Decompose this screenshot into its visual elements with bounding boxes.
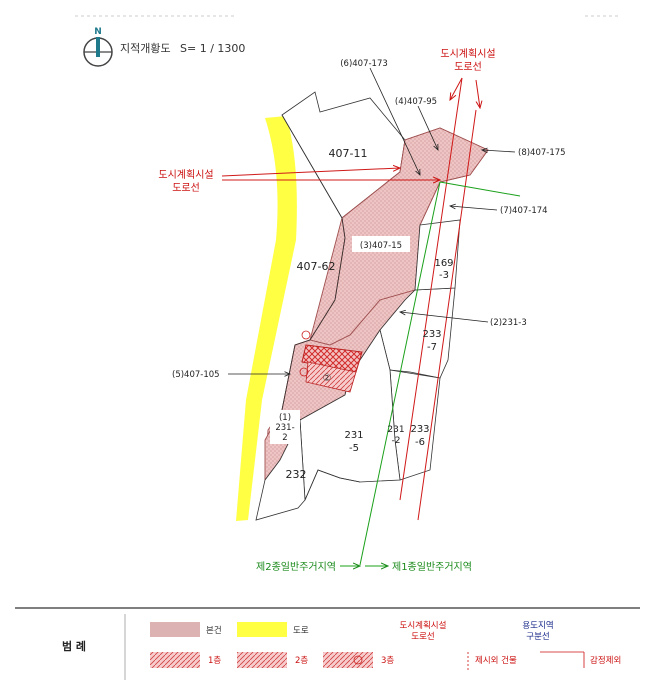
legend-swatch-road (237, 622, 287, 637)
lot-169-3 (414, 219, 461, 291)
legend-title: 범 례 (62, 639, 86, 653)
zone-line (359, 181, 441, 566)
lot-label-232: 232 (286, 468, 307, 481)
legend-swatch-bongeon (150, 622, 200, 637)
lot-label-1: (1) (279, 413, 291, 423)
building-marker-circle (301, 330, 311, 340)
lot-label-407-11: 407-11 (329, 147, 368, 160)
callout-line (400, 312, 489, 323)
legend: 범 례 본건 도로 도시계획시설 도로선 용도지역 구분선 1층 2층 3층 제… (15, 607, 640, 680)
plan-line-2 (417, 109, 477, 521)
plan-arrow (450, 77, 463, 100)
callout-2: (2)231-3 (490, 318, 527, 328)
compass-letter: N (94, 27, 102, 37)
road-strip (236, 116, 297, 521)
legend-plan-1: 도시계획시설 (400, 620, 447, 631)
callout-7: (7)407-174 (500, 206, 548, 216)
lot-label-233-6: 233 (410, 424, 429, 435)
plan-arrow (475, 79, 480, 108)
legend-plan-2: 도로선 (411, 632, 434, 642)
plan-label-top-2: 도로선 (454, 61, 482, 73)
lot-label-407-62: 407-62 (297, 260, 336, 273)
callout-line (450, 206, 498, 211)
legend-swatch-floor3 (323, 652, 373, 668)
lot-label-233-7: 233 (422, 329, 441, 340)
lot-label-1-c: 2 (282, 433, 287, 443)
lot-label-169: 169 (434, 258, 453, 269)
callout-4: (4)407-95 (395, 97, 437, 107)
lot-407-62 (281, 114, 346, 411)
legend-road: 도로 (293, 626, 309, 636)
lot-label-1-bg (270, 410, 300, 444)
plan-pointer-left-1 (221, 168, 400, 177)
plan-label-top-1: 도시계획시설 (440, 48, 495, 60)
lot-label-1-b: 231- (275, 423, 294, 433)
callout-line (369, 67, 420, 175)
zone1-label: 제1종일반주거지역 (392, 561, 472, 573)
building-mark-2: ② (323, 373, 332, 384)
plan-line-1 (399, 77, 463, 501)
legend-swatch-floor1 (150, 652, 200, 668)
map-scale: S= 1 / 1300 (180, 42, 245, 55)
north-arrow-icon (83, 37, 113, 67)
legend-bongeon: 본건 (206, 625, 222, 636)
plan-label-left-1: 도시계획시설 (158, 169, 213, 181)
lot-label-231-2-sub: -2 (392, 436, 401, 446)
callout-5: (5)407-105 (172, 370, 220, 380)
lot-label-233-6-sub: -6 (415, 437, 425, 448)
legend-floor1: 1층 (208, 656, 221, 666)
zone2-label: 제2종일반주거지역 (256, 561, 336, 573)
legend-floor2: 2층 (295, 656, 308, 666)
lot-label-169-sub: -3 (439, 270, 449, 281)
building-marker-circle (299, 367, 309, 377)
callout-line (482, 150, 516, 152)
lot-label-231-2: 231 (387, 425, 404, 435)
legend-swatch-floor2 (237, 652, 287, 668)
legend-exclude: 감정제외 (590, 655, 621, 666)
legend-zone-2: 구분선 (526, 632, 549, 642)
callout-3-bg (352, 236, 410, 252)
callout-3: (3)407-15 (360, 241, 402, 251)
legend-floor3-marker (353, 655, 363, 665)
callout-8: (8)407-175 (518, 148, 566, 158)
lot-label-231-5: 231 (344, 430, 363, 441)
map-title: 지적개황도 (120, 42, 171, 55)
lot-233-7 (379, 287, 456, 379)
lot-232-divider (304, 469, 361, 501)
legend-zone-1: 용도지역 (522, 620, 553, 631)
lot-label-233-7-sub: -7 (427, 342, 437, 353)
plan-label-left-2: 도로선 (172, 182, 200, 194)
legend-floor3: 3층 (381, 656, 394, 666)
zone-line-top (439, 181, 521, 197)
callout-6: (6)407-173 (340, 59, 388, 69)
lot-label-231-5-sub: -5 (349, 443, 359, 454)
callout-line (417, 105, 438, 150)
legend-base-building: 제시외 건물 (475, 655, 517, 666)
